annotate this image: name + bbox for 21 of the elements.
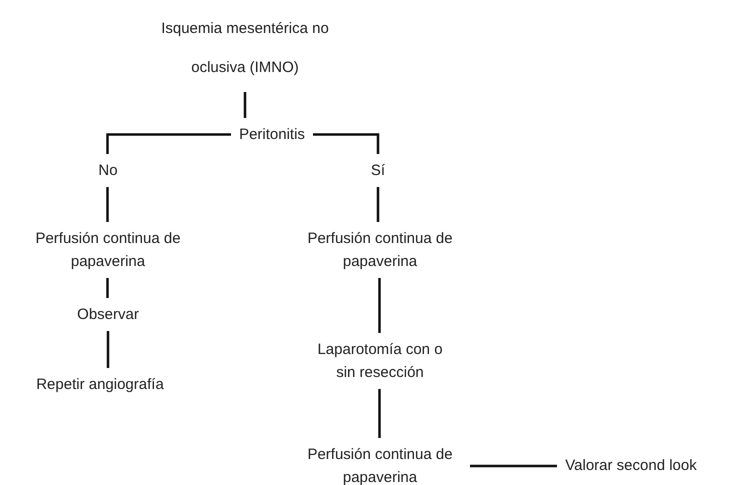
connector-line xyxy=(244,92,246,118)
connector-line xyxy=(106,331,110,368)
connector-line xyxy=(470,464,557,468)
step-text: Perfusión continua de papaverina xyxy=(306,445,454,485)
step-text: Valorar second look xyxy=(564,456,698,476)
step-text: Laparotomía con o sin resección xyxy=(316,340,444,383)
step-text: Isquemia mesentérica no oclusiva (IMNO) xyxy=(160,19,330,78)
step-text: No xyxy=(97,161,119,181)
step-text: Sí xyxy=(370,161,386,181)
connector-line xyxy=(378,389,381,438)
connector-line xyxy=(378,278,381,333)
step-text: Observar xyxy=(76,305,140,325)
step-text: Peritonitis xyxy=(238,125,306,145)
connector-line xyxy=(313,133,380,154)
connector-line xyxy=(106,278,109,298)
connector-line xyxy=(376,187,380,222)
step-text: Repetir angiografía xyxy=(35,375,165,395)
step-text: Perfusión continua de papaverina xyxy=(306,229,454,272)
connector-line xyxy=(106,133,231,154)
connector-line xyxy=(106,187,109,222)
step-text: Perfusión continua de papaverina xyxy=(34,229,182,272)
